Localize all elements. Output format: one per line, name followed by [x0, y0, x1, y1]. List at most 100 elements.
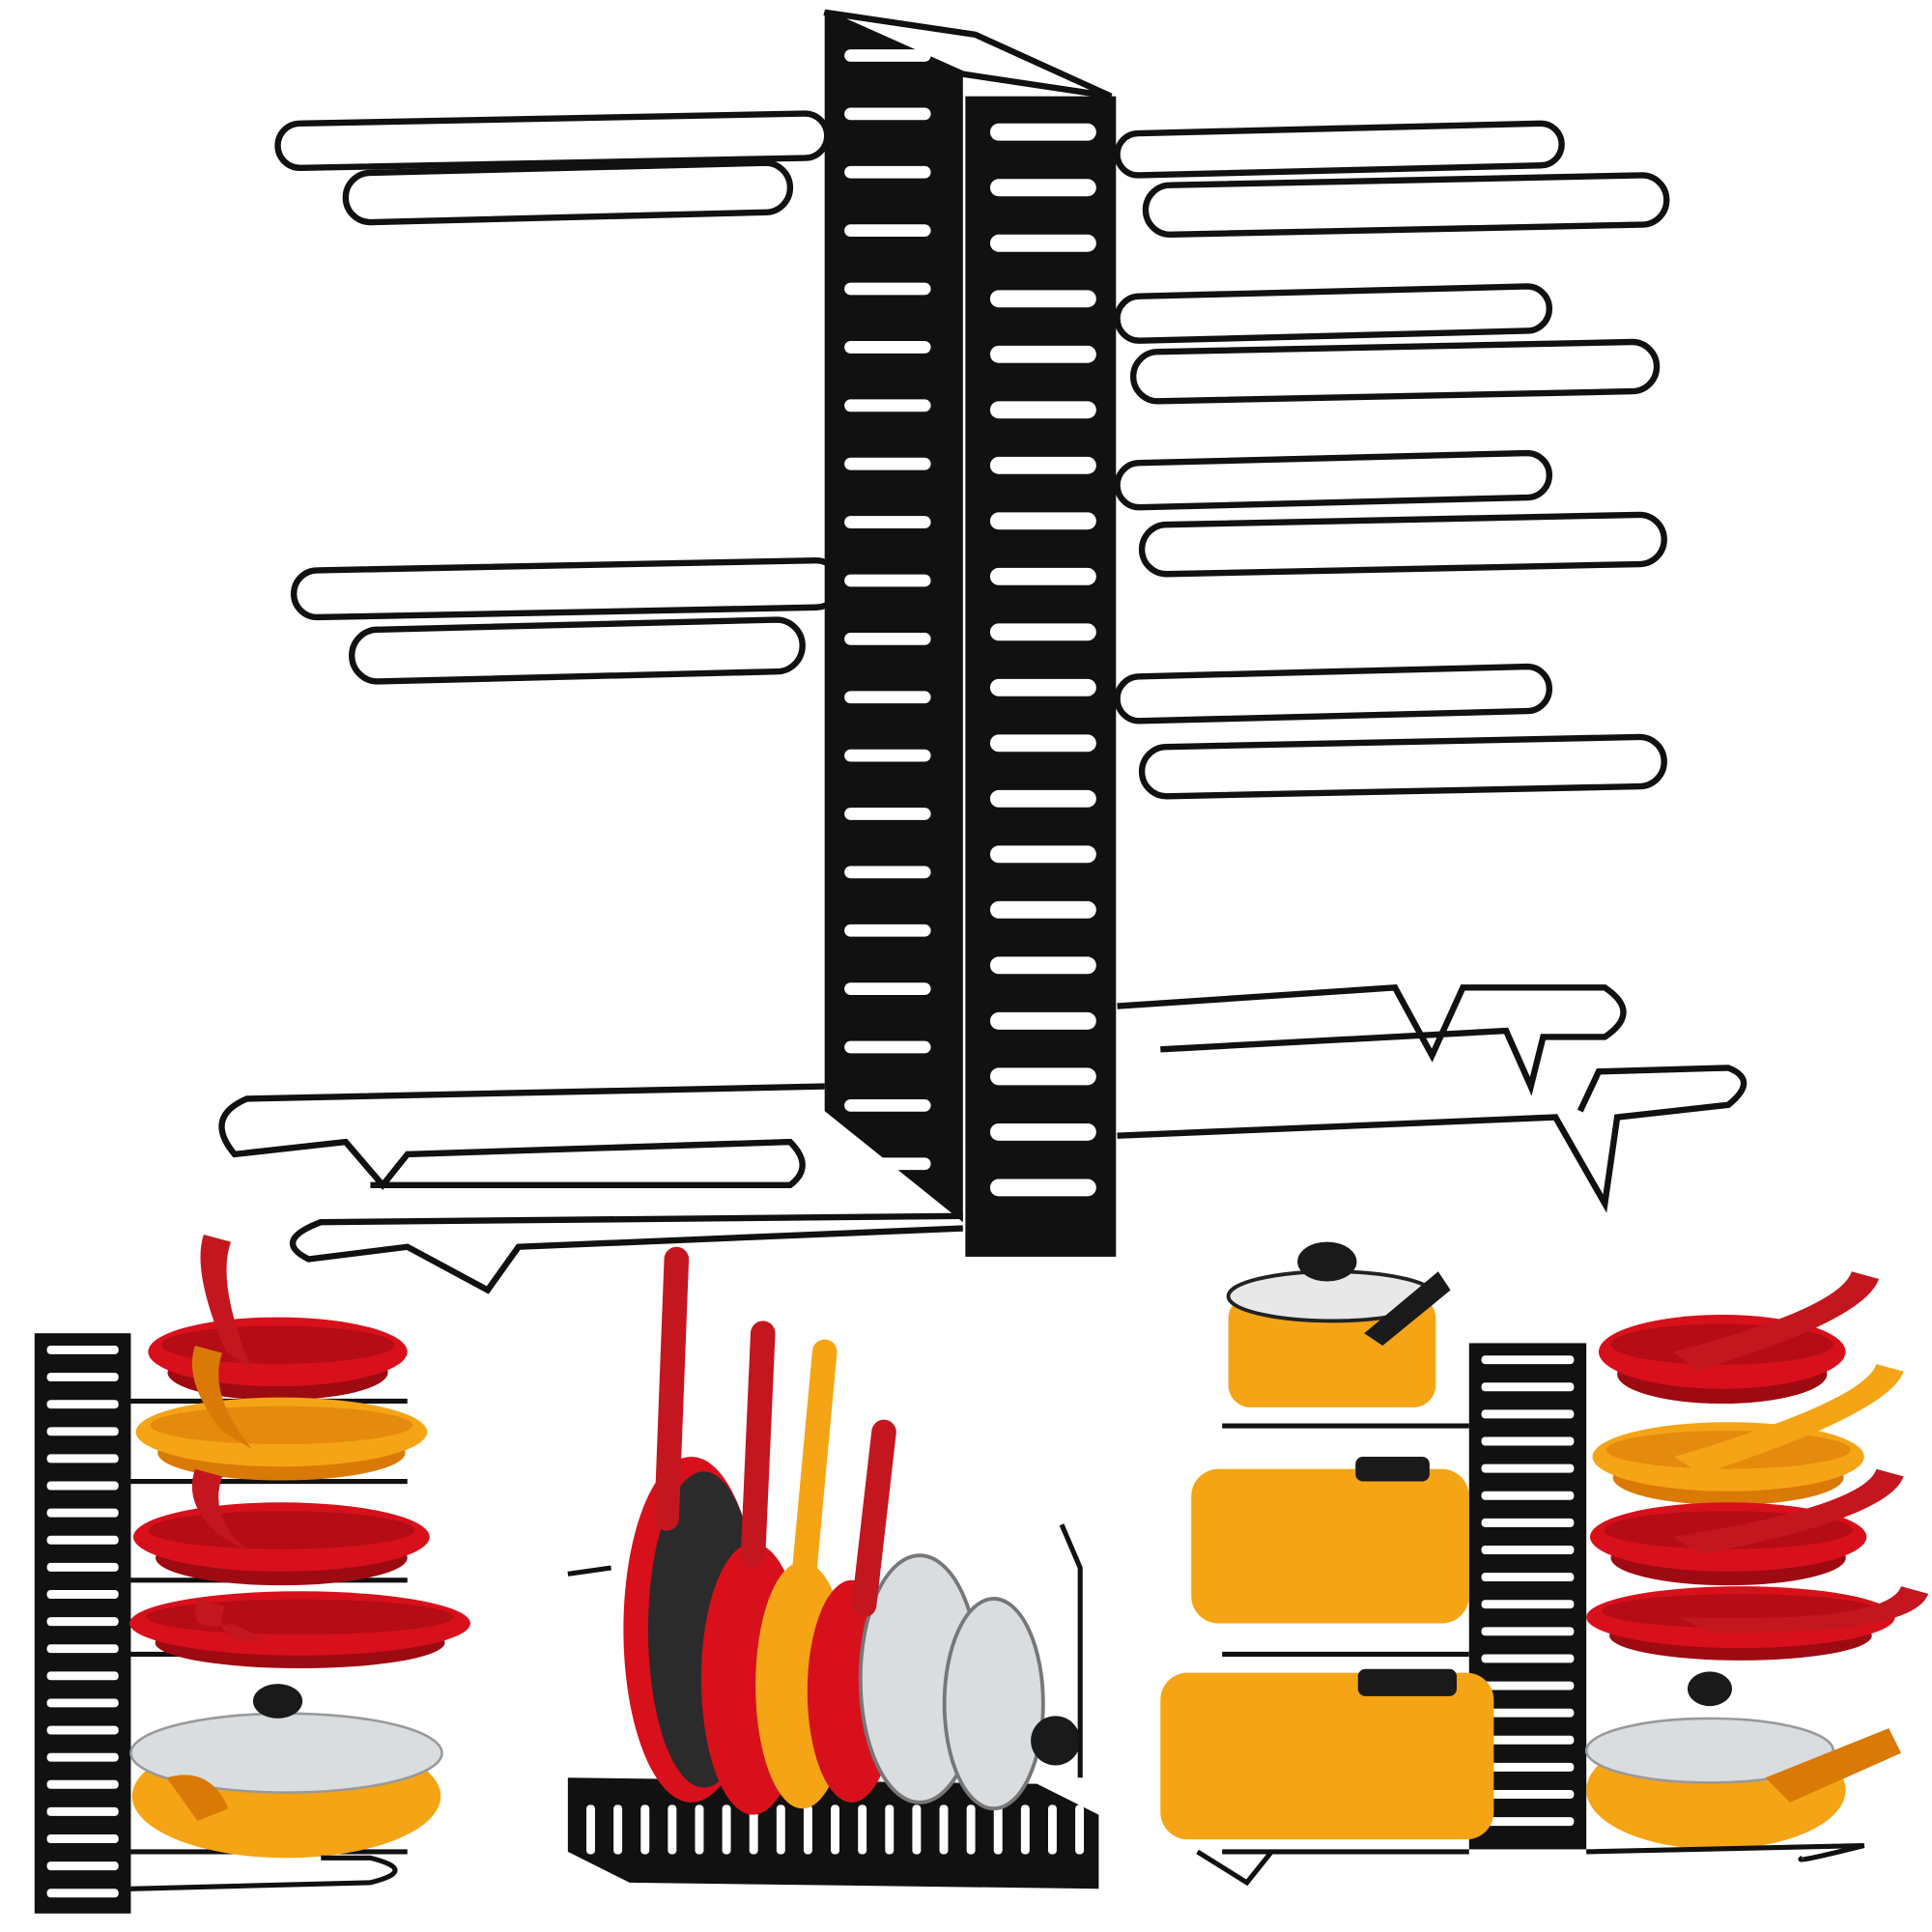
rack-slot: [844, 224, 931, 238]
rack-slot: [46, 1779, 119, 1789]
rack-slot: [989, 1179, 1096, 1197]
wire-shelf-left: [291, 556, 843, 621]
saucepan-handle: [1364, 1271, 1451, 1346]
rack-slot: [1481, 1518, 1575, 1527]
rack-slot: [844, 982, 931, 996]
pan-handle: [740, 1321, 776, 1569]
rack-slot: [989, 179, 1096, 197]
rack-slot: [46, 1562, 119, 1572]
rack-slot: [46, 1427, 119, 1436]
rack-slot: [844, 107, 931, 121]
rack-slot: [989, 623, 1096, 641]
rack-slot: [989, 512, 1096, 530]
rack-slot: [1481, 1355, 1575, 1365]
rack-slot: [989, 567, 1096, 585]
rack-slot: [46, 1861, 119, 1871]
wire-shelf-right: [1114, 283, 1552, 344]
rack-slot: [46, 1454, 119, 1463]
wok-handle: [166, 1775, 229, 1821]
rack-slot: [1481, 1409, 1575, 1419]
organizer-slot: [885, 1804, 895, 1855]
organizer-slot: [776, 1804, 785, 1855]
wire-shelf-right: [1129, 338, 1661, 405]
rack-slot: [844, 691, 931, 704]
rack-front-panel: [965, 96, 1117, 1257]
rack-slot: [1481, 1790, 1575, 1799]
rack-slot: [1481, 1491, 1575, 1500]
rack-slot: [46, 1698, 119, 1708]
organizer-slot: [803, 1804, 812, 1855]
rack-slot: [1481, 1681, 1575, 1690]
rack-slot: [844, 282, 931, 296]
rack-slot: [46, 1889, 119, 1898]
rack-slot: [46, 1725, 119, 1735]
organizer-slot: [613, 1804, 623, 1855]
rack-slot: [1481, 1573, 1575, 1582]
rack-slot: [844, 1099, 931, 1112]
rack-slot: [46, 1752, 119, 1762]
rack-slot: [1481, 1817, 1575, 1827]
wire-foot-right: [1117, 1065, 1747, 1213]
rack-slot: [989, 123, 1096, 141]
rack-slot: [1481, 1708, 1575, 1718]
wire-foot: [130, 1855, 398, 1891]
rack-slot: [844, 808, 931, 820]
lid-knob: [1687, 1671, 1732, 1707]
rack-slot: [989, 845, 1096, 864]
rack-slot: [844, 457, 931, 470]
main-pan-rack: [218, 9, 1747, 1294]
red-pan-handle: [194, 1598, 267, 1641]
rack-slot: [46, 1590, 119, 1599]
red-pan-handle: [1679, 1586, 1929, 1634]
rack-slot: [989, 734, 1096, 753]
wire-foot-left: [218, 1083, 825, 1190]
rack-slot: [844, 341, 931, 354]
rack-slot: [844, 399, 931, 412]
red-pan-handle: [191, 1468, 252, 1554]
wire-shelf-right: [1138, 733, 1667, 800]
rack-slot: [989, 345, 1096, 363]
pan-handle: [789, 1339, 838, 1605]
rack-slot: [1481, 1546, 1575, 1554]
red-pan-handle: [200, 1234, 252, 1370]
rack-slot: [1481, 1654, 1575, 1663]
rack-slot: [46, 1644, 119, 1654]
rack-slot: [1481, 1627, 1575, 1636]
pan-handle: [851, 1419, 896, 1618]
rack-slot: [989, 234, 1096, 252]
organizer-slot: [1020, 1804, 1030, 1855]
rack-slot: [46, 1617, 119, 1627]
wire-foot: [1196, 1842, 1865, 1887]
wire-shelf-right: [1114, 120, 1565, 179]
rack-slot: [1481, 1762, 1575, 1772]
organizer-slot: [912, 1804, 922, 1855]
rack-slot: [46, 1373, 119, 1382]
orange-pan-handle: [191, 1345, 253, 1450]
stockpot-handle: [1357, 1668, 1457, 1696]
wire-foot-right: [1117, 984, 1627, 1096]
rack-slot: [844, 749, 931, 762]
rack-slot: [844, 923, 931, 937]
rack-slot: [46, 1535, 119, 1545]
rack-slot: [844, 632, 931, 645]
vertical-stack-scene: [34, 1234, 470, 1914]
organizer-slot: [1047, 1804, 1057, 1855]
organizer-slot: [640, 1804, 650, 1855]
organizer-slot: [586, 1804, 595, 1855]
pan-handle: [654, 1246, 690, 1531]
rack-slot: [1481, 1600, 1575, 1609]
wire-foot-left: [289, 1212, 963, 1294]
rack-slot: [1481, 1382, 1575, 1392]
rack-slot: [844, 165, 931, 179]
rack-slot: [989, 678, 1096, 696]
stockpot-handle: [1355, 1456, 1430, 1482]
lid-knob: [1031, 1716, 1081, 1766]
rack-slot: [46, 1806, 119, 1816]
organizer-slot: [668, 1804, 677, 1855]
rack-slot: [1481, 1436, 1575, 1446]
organizer-slot: [1075, 1804, 1085, 1855]
rack-slot: [989, 789, 1096, 808]
stockpot-large: [1160, 1672, 1494, 1840]
organizer-slot: [939, 1804, 949, 1855]
red-pan-inside: [148, 1511, 415, 1549]
